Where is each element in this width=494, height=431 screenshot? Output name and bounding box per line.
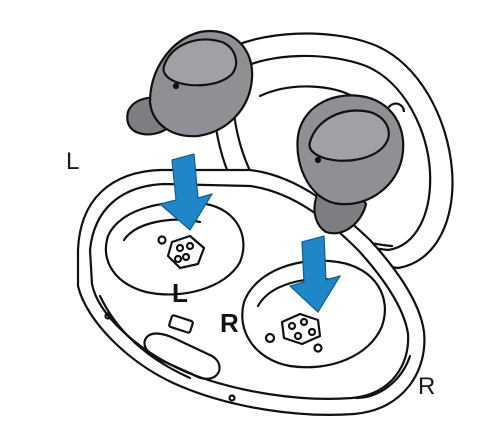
left-earbud-label: L <box>66 148 80 175</box>
down-arrow-icon <box>288 235 342 313</box>
left-charging-contacts <box>157 234 206 270</box>
right-earbud <box>296 94 406 235</box>
right-slot-letter: R <box>220 308 239 338</box>
left-earbud <box>126 29 254 138</box>
down-arrow-icon <box>158 153 214 231</box>
left-slot-letter: L <box>172 278 188 308</box>
right-charging-contacts <box>264 312 323 353</box>
right-earbud-label: R <box>418 373 436 400</box>
